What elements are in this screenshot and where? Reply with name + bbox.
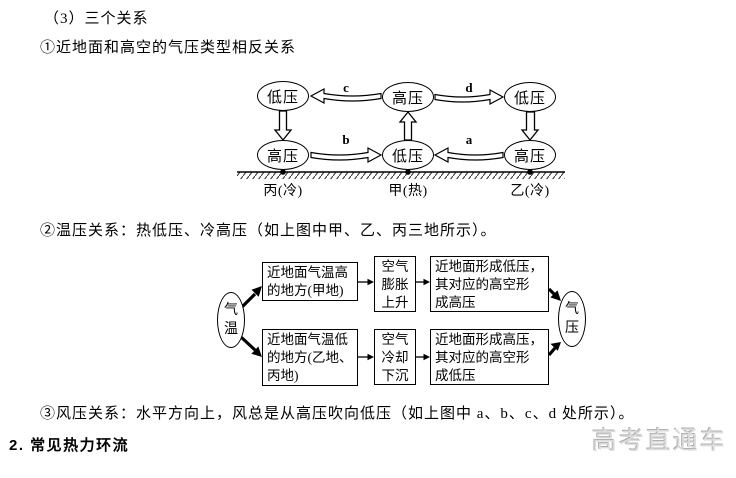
ground-hatch bbox=[237, 172, 565, 179]
pressure-oval-upper-right: 低压 bbox=[504, 82, 556, 112]
ground-dot-yi bbox=[527, 169, 533, 175]
flow-box-cool-sink: 空气 冷却 下沉 bbox=[374, 329, 416, 385]
curved-arrow-b bbox=[310, 146, 383, 164]
flow-arrowhead-top-to-pressure bbox=[550, 290, 561, 301]
curved-arrow-d bbox=[434, 88, 505, 106]
point-3-text: ③风压关系：水平方向上，风总是从高压吹向低压（如上图中 a、b、c、d 处所示）… bbox=[40, 406, 635, 422]
flow-box-expand-rise: 空气 膨胀 上升 bbox=[374, 256, 416, 312]
arrow-label-d: d bbox=[465, 80, 473, 95]
pressure-oval-lower-left: 高压 bbox=[257, 140, 309, 170]
pressure-oval-result: 气 压 bbox=[558, 291, 586, 347]
ground-dot-bing bbox=[280, 169, 286, 175]
pressure-oval-lower-right: 高压 bbox=[504, 140, 556, 170]
flow-arrowhead-warm-expand bbox=[367, 278, 374, 286]
ground-label-bing: 丙(冷) bbox=[263, 184, 303, 199]
flow-box-low-pressure-result: 近地面形成低压， 其对应的高空形 成高压 bbox=[430, 256, 549, 312]
ground-dot-jia bbox=[405, 169, 411, 175]
point-2-text: ②温压关系：热低压、冷高压（如上图中甲、乙、丙三地所示）。 bbox=[40, 223, 497, 239]
flow-arrowhead-temp-to-cold bbox=[251, 346, 262, 357]
flow-arrowhead-temp-to-warm bbox=[251, 286, 262, 297]
flow-arrowhead-bottom-to-pressure bbox=[550, 342, 561, 351]
arrow-label-c: c bbox=[343, 80, 349, 95]
ground-label-jia: 甲(热) bbox=[388, 184, 428, 199]
down-arrow-right bbox=[520, 111, 540, 142]
curved-arrow-c bbox=[309, 87, 382, 105]
flow-box-cold-place: 近地面气温低 的地方(乙地、 丙地) bbox=[262, 329, 358, 386]
next-section-heading: 2. 常见热力环流 bbox=[9, 437, 130, 454]
temperature-oval: 气 温 bbox=[217, 292, 245, 348]
pressure-oval-upper-center: 高压 bbox=[382, 82, 434, 112]
pressure-oval-upper-left: 低压 bbox=[257, 81, 309, 111]
up-arrow-center bbox=[398, 110, 418, 141]
arrow-label-b: b bbox=[342, 132, 350, 147]
flow-box-warm-place: 近地面气温高 的地方(甲地) bbox=[262, 262, 358, 301]
flow-arrow-temp-to-warm bbox=[239, 292, 257, 310]
watermark: 高考直通车 bbox=[592, 427, 728, 455]
flow-arrowhead-sink-result bbox=[423, 353, 430, 361]
flow-arrow-bottom-to-pressure bbox=[547, 346, 557, 357]
arrow-label-a: a bbox=[465, 132, 473, 147]
down-arrow-left bbox=[273, 110, 293, 142]
pressure-diagram-canvas bbox=[237, 87, 565, 179]
flow-chart-canvas bbox=[239, 278, 561, 361]
section-heading: （3）三个关系 bbox=[44, 11, 149, 27]
flow-arrowhead-expand-result bbox=[423, 278, 430, 286]
flow-arrow-temp-to-cold bbox=[239, 335, 257, 352]
ground-label-yi: 乙(冷) bbox=[510, 184, 550, 199]
pressure-oval-lower-center: 低压 bbox=[382, 140, 434, 170]
point-1-text: ①近地面和高空的气压类型相反关系 bbox=[40, 40, 297, 56]
flow-arrowhead-cold-sink bbox=[367, 353, 374, 361]
curved-arrow-a bbox=[433, 146, 504, 164]
flow-box-high-pressure-result: 近地面形成高压， 其对应的高空形 成低压 bbox=[430, 329, 549, 385]
